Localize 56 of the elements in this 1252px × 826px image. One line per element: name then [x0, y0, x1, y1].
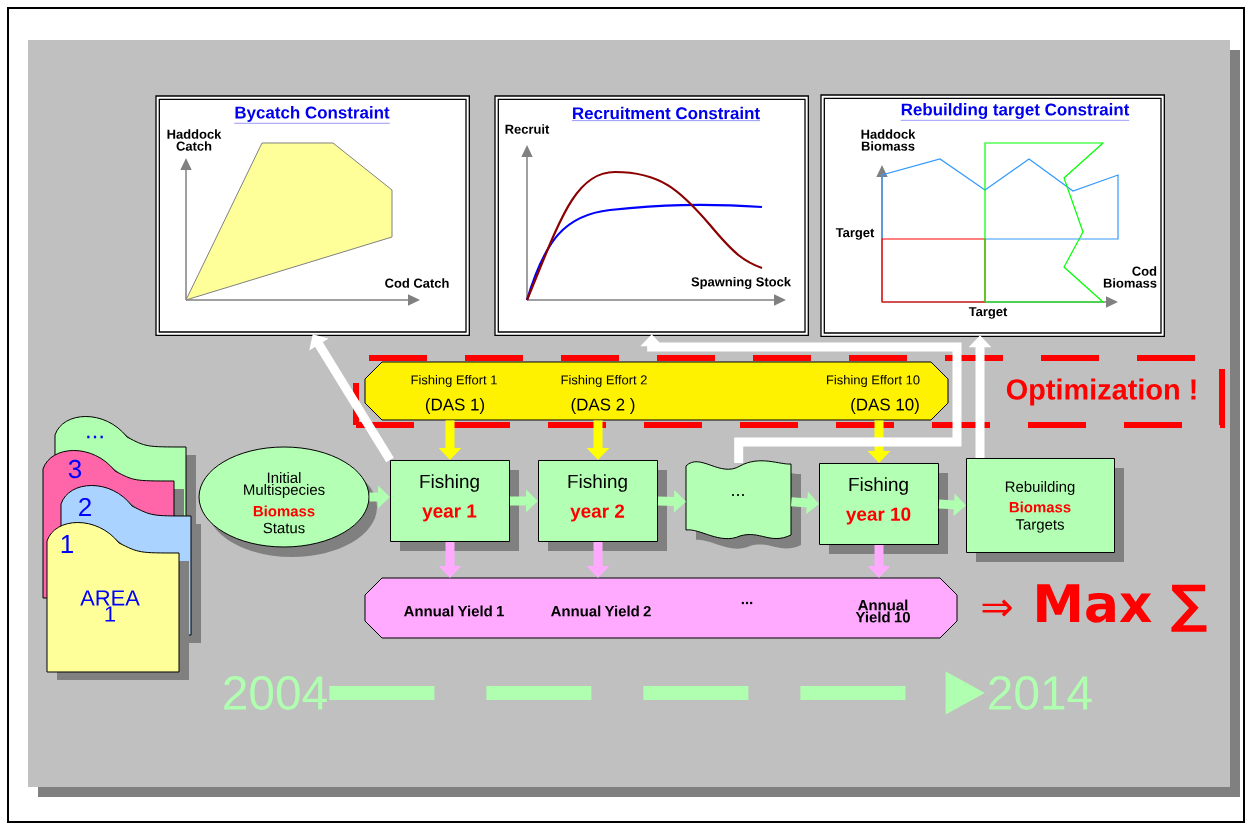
process-box: [390, 460, 519, 551]
max-label: Max ∑: [1037, 584, 1207, 632]
banner-text: Fishing Effort 10: [827, 374, 920, 388]
card-label: 3: [68, 459, 82, 479]
axis-label: Haddock Biomass: [861, 129, 916, 151]
process-box: [819, 463, 948, 554]
chart-panel: [494, 95, 809, 336]
status-text: Initial Multispecies: [244, 472, 325, 498]
box-text: year 1: [422, 504, 477, 522]
chart-panel: [820, 94, 1165, 337]
box-text: Fishing: [568, 474, 627, 492]
arrow: [309, 334, 394, 463]
box-text: Fishing: [849, 477, 908, 495]
axis-label: Spawning Stock: [691, 276, 792, 290]
axis-label: Cod Catch: [385, 278, 449, 288]
process-box: [538, 460, 667, 551]
card-label: 1: [61, 535, 73, 553]
year-label: 2004: [224, 676, 327, 710]
banner-text: Annual Yield 1: [404, 605, 504, 617]
banner-text: ...: [741, 601, 753, 605]
status-text: Status: [263, 522, 305, 534]
chart-title: Bycatch Constraint: [234, 106, 390, 124]
box-text: year 2: [570, 504, 625, 522]
card-label: 2: [79, 497, 91, 517]
axis-label: Target: [968, 307, 1008, 319]
banner-text: Annual Yield 2: [551, 605, 651, 617]
status-ellipse: [198, 446, 377, 557]
axis-label: Target: [835, 228, 875, 240]
card-label: ...: [87, 435, 103, 439]
card-label: AREA 1: [80, 590, 140, 622]
optimization-label: Optimization !: [1006, 378, 1196, 406]
banner-text: Fishing Effort 2: [561, 374, 647, 388]
effort-banner: [364, 361, 949, 421]
banner-text: (DAS 2 ): [571, 398, 635, 414]
target-box: [966, 458, 1124, 562]
axis-label: Cod Biomass: [1103, 266, 1157, 288]
wavy-box: [685, 460, 801, 549]
chart-title: Recruitment Constraint: [571, 106, 761, 121]
chart-panel: [155, 95, 470, 336]
box-text: Fishing: [420, 474, 479, 492]
banner-text: Annual Yield 10: [855, 599, 910, 623]
box-text: Rebuilding: [1005, 481, 1075, 495]
max-label: ⇒: [982, 599, 1012, 617]
banner-text: Fishing Effort 1: [411, 374, 497, 388]
yield-banner: [364, 577, 958, 639]
banner-text: (DAS 10): [851, 398, 919, 414]
chart-title: Rebuilding target Constraint: [900, 103, 1130, 121]
box-text: Targets: [1015, 519, 1064, 533]
status-text: Biomass: [253, 505, 315, 517]
box-text: ...: [732, 494, 744, 496]
axis-label: Haddock Catch: [167, 129, 222, 151]
axis-label: Recruit: [505, 124, 550, 134]
banner-text: (DAS 1): [425, 398, 485, 414]
box-text: Biomass: [1009, 501, 1071, 513]
box-text: year 10: [846, 507, 911, 525]
year-label: 2014: [989, 676, 1092, 710]
